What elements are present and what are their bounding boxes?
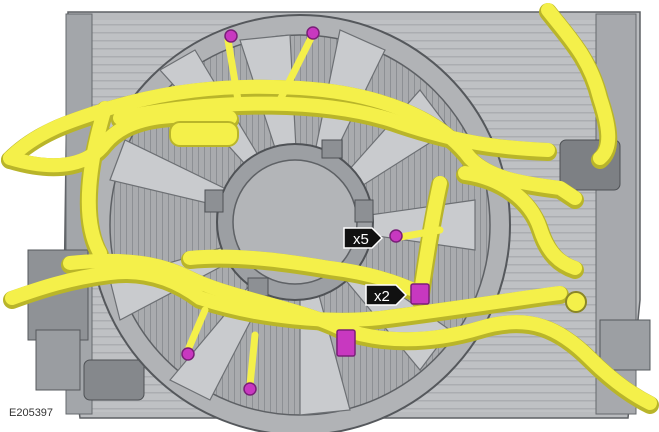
callout-x2-label: x2 <box>374 288 390 305</box>
callout-x5: x5 <box>343 227 384 249</box>
hose-clamp-icon <box>336 329 356 357</box>
bolt-icon <box>306 26 320 40</box>
callout-x2: x2 <box>365 284 408 306</box>
bolt-icon <box>243 382 257 396</box>
fasteners <box>181 26 430 396</box>
coolant-hoses <box>1 3 659 414</box>
figure-reference: E205397 <box>9 407 53 419</box>
callout-x5-label: x5 <box>353 231 369 248</box>
bolt-icon <box>224 29 238 43</box>
bolt-icon <box>389 229 403 243</box>
hose-clamp-icon <box>410 283 430 305</box>
motor-mounts <box>204 139 374 297</box>
bolt-icon <box>181 347 195 361</box>
fan-assembly <box>89 14 511 432</box>
